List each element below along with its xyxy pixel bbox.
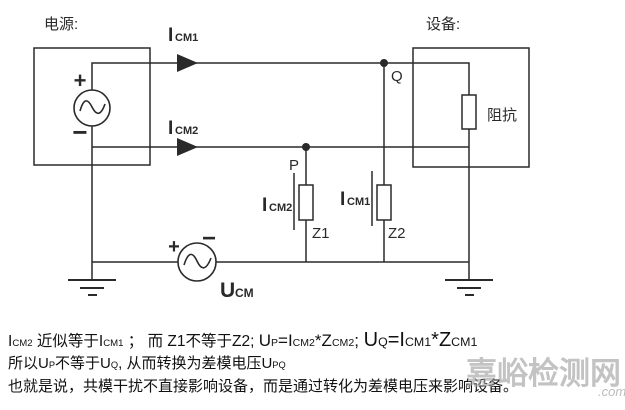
svg-text:I: I [168, 118, 173, 139]
svg-text:I: I [340, 189, 345, 210]
icm2-arrow-icon [177, 138, 198, 156]
formula-up: UP=ICM2*ZCM2; [258, 331, 364, 350]
caption-line1-lead: ICM2 近似等于ICM1 ； 而 Z1不等于Z2; [8, 333, 259, 350]
source-minus-sign: − [72, 117, 87, 147]
icm2-wire-label: I CM2 [168, 118, 198, 139]
svg-text:CM: CM [235, 286, 254, 300]
power-source-label: 电源: [44, 16, 78, 33]
node-p-dot [302, 143, 310, 151]
right-ground-icon [445, 279, 493, 296]
caption-line-2: 所以UP不等于UQ, 从而转换为差模电压UPQ [8, 355, 286, 372]
ucm-minus-sign: − [202, 225, 216, 252]
device-label: 设备: [426, 16, 460, 33]
circuit-canvas: + − + − 电源: 设备: 阻抗 I CM1 [33, 16, 530, 302]
svg-text:I: I [168, 25, 173, 46]
device-box [412, 47, 530, 168]
z2-resistor [376, 184, 392, 221]
svg-text:CM2: CM2 [175, 125, 198, 137]
svg-text:CM1: CM1 [347, 196, 370, 208]
icm1-arrow-icon [177, 54, 198, 72]
ac-source-sine-icon [79, 100, 106, 115]
formula-uq: UQ=ICM1*ZCM1 [363, 329, 478, 351]
z2-label: Z2 [388, 225, 406, 242]
svg-text:I: I [262, 195, 267, 216]
icm2-branch-label: I CM2 [262, 195, 292, 216]
svg-text:U: U [220, 279, 235, 302]
icm1-branch-label: I CM1 [340, 189, 370, 210]
caption-line-1: ICM2 近似等于ICM1 ； 而 Z1不等于Z2; UP=ICM2*ZCM2;… [8, 329, 620, 352]
ucm-source-sine-icon [183, 253, 212, 269]
device-impedance-resistor [461, 94, 477, 130]
node-p-label: P [289, 157, 299, 174]
left-ground-icon [68, 279, 116, 296]
icm1-wire-label: I CM1 [168, 25, 198, 46]
svg-text:CM1: CM1 [175, 32, 198, 44]
caption-block: ICM2 近似等于ICM1 ； 而 Z1不等于Z2; UP=ICM2*ZCM2;… [8, 329, 620, 398]
top-wire [91, 62, 470, 95]
site-watermark-suffix: .com [598, 384, 625, 399]
z1-resistor [298, 184, 314, 221]
source-plus-sign: + [74, 68, 87, 93]
caption-line-3: 也就是说，共模干扰不直接影响设备，而是通过转化为差模电压来影响设备。 [8, 378, 519, 395]
ucm-plus-sign: + [168, 236, 180, 258]
svg-text:CM2: CM2 [269, 202, 292, 214]
z1-label: Z1 [312, 225, 330, 242]
ucm-label: U CM [220, 279, 254, 302]
node-q-dot [380, 59, 388, 67]
impedance-label: 阻抗 [487, 107, 517, 124]
node-q-label: Q [391, 68, 403, 85]
